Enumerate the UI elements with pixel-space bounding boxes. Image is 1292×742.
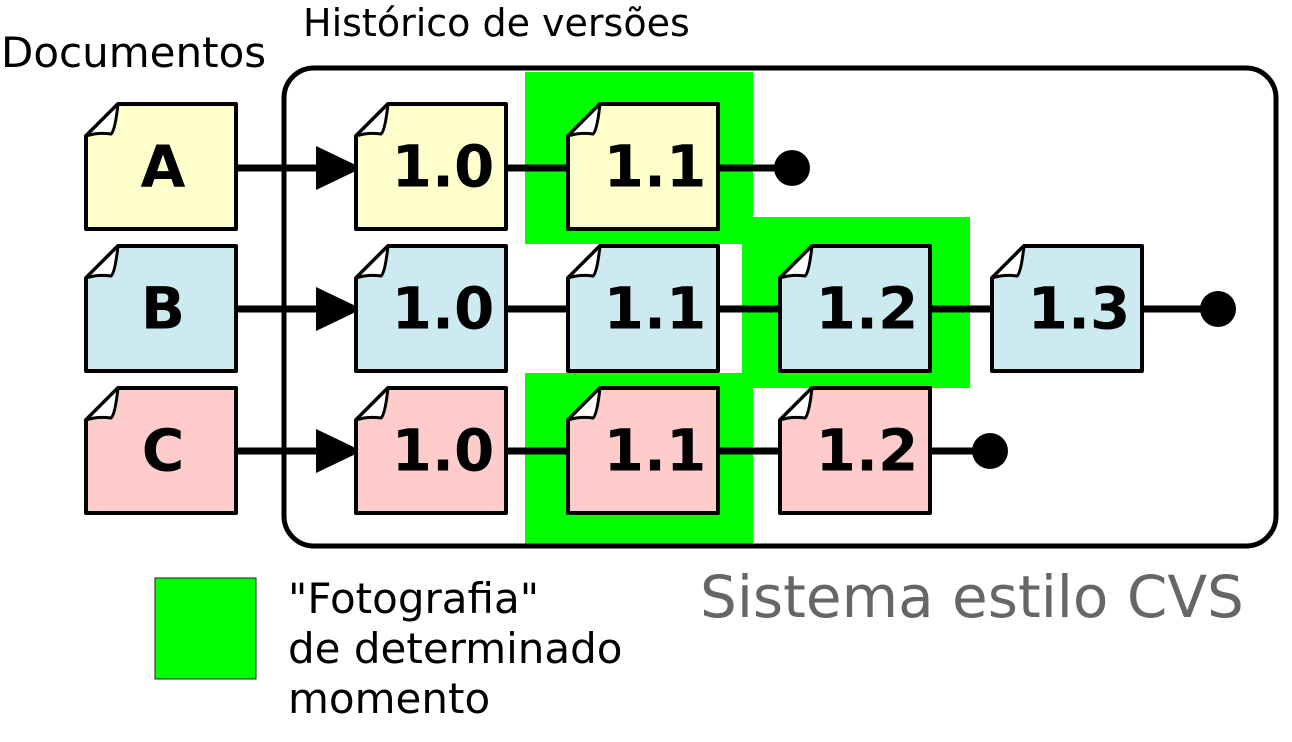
- system-title: Sistema estilo CVS: [700, 563, 1244, 631]
- document-b-label: B: [141, 275, 185, 343]
- folded-corner: [354, 386, 390, 422]
- document-a-label: A: [141, 133, 186, 201]
- timeline-end-dot-c: [972, 433, 1008, 469]
- folded-corner: [84, 386, 120, 422]
- document-c: C: [84, 386, 238, 515]
- arrow-head-c: [316, 429, 362, 473]
- version-b-1-0-label: 1.0: [392, 275, 495, 343]
- version-c-1-1-label: 1.1: [604, 417, 707, 485]
- folded-corner: [354, 244, 390, 280]
- version-b-1-1-label: 1.1: [604, 275, 707, 343]
- arrow-head-b: [316, 287, 362, 331]
- version-a-1-1-label: 1.1: [604, 133, 707, 201]
- document-b: B: [84, 244, 238, 373]
- folded-corner: [84, 102, 120, 138]
- version-c-1-0: 1.0: [354, 386, 508, 515]
- legend-swatch: [154, 577, 257, 680]
- arrows: [222, 146, 362, 473]
- legend-text: "Fotografia" de determinado momento: [288, 574, 622, 724]
- version-a-1-1: 1.1: [566, 102, 720, 231]
- legend-line-1: "Fotografia": [288, 574, 540, 623]
- folded-corner: [566, 102, 602, 138]
- version-c-1-1: 1.1: [566, 386, 720, 515]
- version-b-1-3-label: 1.3: [1028, 275, 1131, 343]
- timeline-end-dot-a: [774, 150, 810, 186]
- version-c-1-2-label: 1.2: [816, 417, 919, 485]
- history-title: Histórico de versões: [303, 1, 690, 45]
- version-b-1-2-label: 1.2: [816, 275, 919, 343]
- folded-corner: [354, 102, 390, 138]
- legend-line-3: momento: [288, 674, 491, 723]
- folded-corner: [84, 244, 120, 280]
- folded-corner: [778, 244, 814, 280]
- version-a-1-0: 1.0: [354, 102, 508, 231]
- version-b-1-2: 1.2: [778, 244, 932, 373]
- version-c-1-0-label: 1.0: [392, 417, 495, 485]
- version-b-1-1: 1.1: [566, 244, 720, 373]
- timeline-end-dot-b: [1200, 291, 1236, 327]
- version-a-1-0-label: 1.0: [392, 133, 495, 201]
- version-c-1-2: 1.2: [778, 386, 932, 515]
- legend-line-2: de determinado: [288, 624, 623, 673]
- folded-corner: [990, 244, 1026, 280]
- documents-title: Documentos: [1, 28, 267, 77]
- folded-corner: [778, 386, 814, 422]
- folded-corner: [566, 386, 602, 422]
- folded-corner: [566, 244, 602, 280]
- version-b-1-0: 1.0: [354, 244, 508, 373]
- document-c-label: C: [142, 417, 185, 485]
- arrow-head-a: [316, 146, 362, 190]
- version-b-1-3: 1.3: [990, 244, 1144, 373]
- document-a: A: [84, 102, 238, 231]
